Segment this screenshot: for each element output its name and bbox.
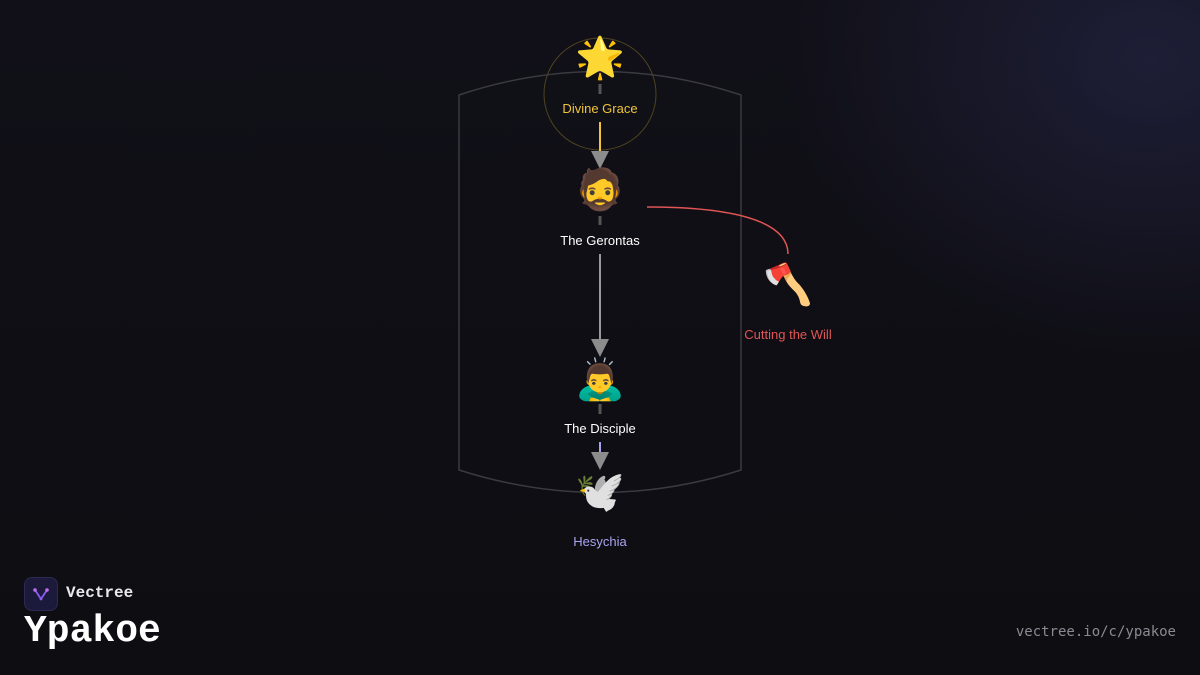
- edge-gerontas-to-cutting: [646, 206, 789, 255]
- enclosure-frame: [458, 70, 742, 494]
- node-label-divine-grace[interactable]: Divine Grace: [562, 101, 638, 116]
- axe-icon[interactable]: 🪓: [763, 262, 813, 308]
- bowing-man-icon[interactable]: 🙇‍♂️: [575, 357, 625, 403]
- node-label-hesychia[interactable]: Hesychia: [573, 534, 627, 549]
- dove-icon[interactable]: 🕊️: [575, 469, 625, 515]
- node-label-cutting-the-will[interactable]: Cutting the Will: [744, 327, 832, 342]
- star-icon[interactable]: 🌟: [575, 35, 625, 81]
- page-title: Ypakoe: [24, 610, 161, 653]
- vectree-logo-icon: [24, 577, 58, 611]
- node-label-gerontas[interactable]: The Gerontas: [560, 233, 640, 248]
- node-label-disciple[interactable]: The Disciple: [564, 421, 636, 436]
- arrowhead-disciple: [591, 339, 609, 357]
- brand-name: Vectree: [66, 584, 134, 602]
- bearded-man-icon[interactable]: 🧔: [575, 167, 625, 213]
- arrowhead-gerontas: [591, 151, 609, 169]
- arrowhead-hesychia: [591, 452, 609, 470]
- footer-url[interactable]: vectree.io/c/ypakoe: [1015, 624, 1176, 640]
